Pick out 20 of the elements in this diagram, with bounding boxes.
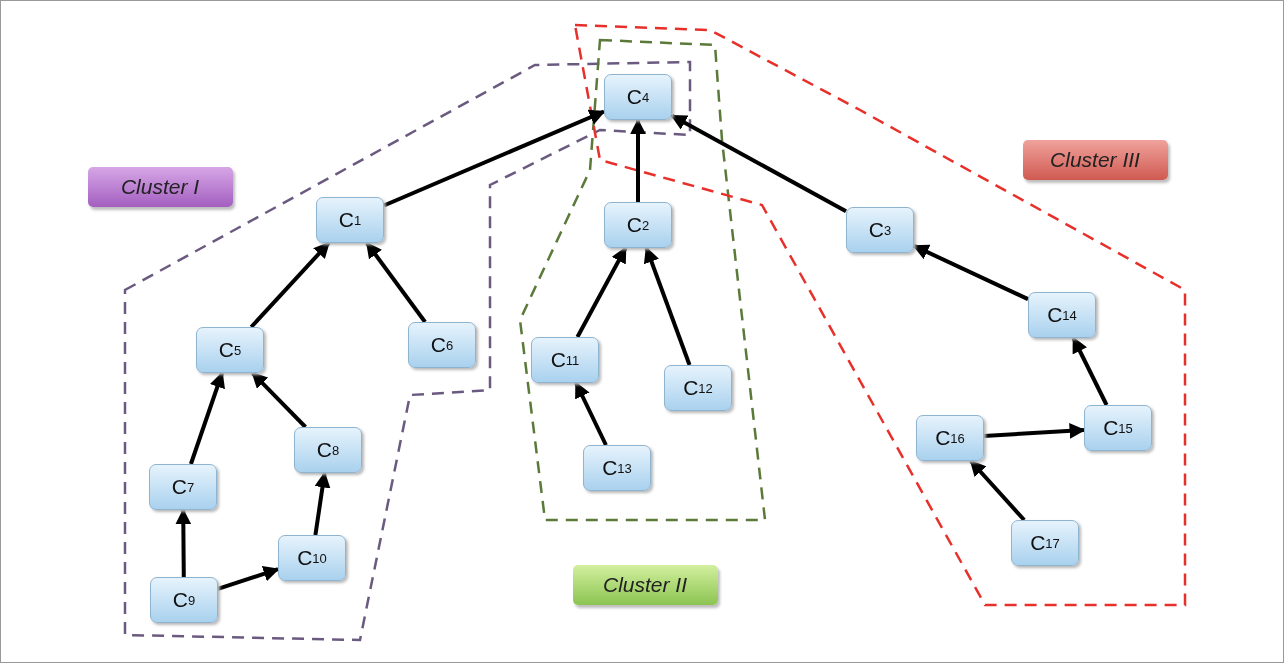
arrow [574,381,608,446]
arrow [249,241,331,329]
arrow [217,566,280,591]
arrow [251,371,307,429]
arrow [383,109,606,208]
arrow [313,471,331,536]
arrow [983,422,1086,439]
arrow [575,246,628,338]
arrow [969,459,1026,522]
cluster-label: Cluster I [87,167,233,207]
arrow [643,246,692,366]
arrow [365,241,427,324]
arrow [175,508,192,578]
arrow [630,118,646,202]
cluster-label: Cluster II [572,565,718,605]
arrow [912,244,1029,301]
arrow [670,113,847,214]
cluster-label: Cluster III [1022,140,1168,180]
arrow [189,371,225,465]
arrow [1071,336,1109,406]
